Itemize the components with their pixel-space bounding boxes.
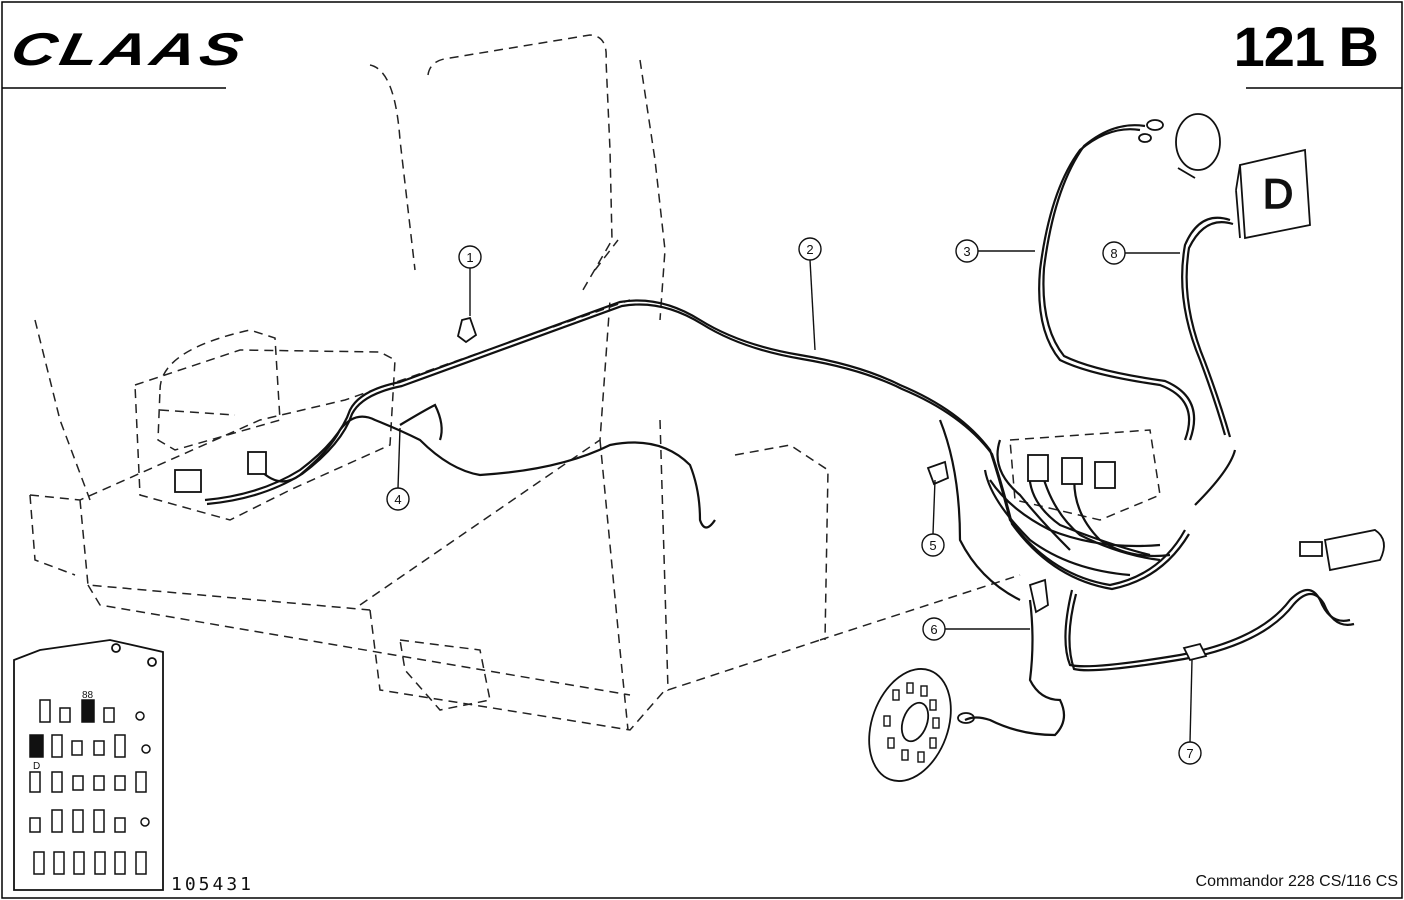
ring-terminal [1138,133,1152,143]
display-module-d [1239,148,1311,240]
callout-label-8: 8 [1110,246,1117,261]
speed-sensor [1323,529,1385,572]
fuse-label-88: 88 [82,690,94,701]
callout-label-5: 5 [929,538,936,553]
cab-outline [29,34,1161,731]
brand-logo: CLAAS [6,23,252,75]
pulse-disc [868,668,952,782]
callout-1 [458,245,482,269]
callout-8 [1102,241,1126,265]
callout-4 [386,487,410,511]
callout-label-4: 4 [394,492,401,507]
relay-socket [1094,461,1116,489]
callout-label-2: 2 [806,242,813,257]
display-module-letter: D [1263,170,1293,217]
clamp-part-6 [1028,578,1049,614]
relay-socket [1061,457,1083,485]
drawing-number: 105431 [171,874,255,895]
model-name: Commandor 228 CS/116 CS [1195,873,1398,890]
clamp-part-1 [456,316,478,344]
callout-2 [798,237,822,261]
wiring-harness [204,124,1355,737]
callout-3 [955,239,979,263]
connector-plug-left [174,469,202,493]
callout-label-1: 1 [466,250,473,265]
callout-7 [1178,741,1202,765]
callout-label-6: 6 [930,622,937,637]
callouts [386,237,1202,765]
connector-plug-right [247,451,267,475]
callout-label-7: 7 [1186,746,1193,761]
disc-holes [883,682,940,763]
page-number: 121 B [1233,15,1379,78]
fuse-box-inset [13,639,164,891]
components [174,113,1385,782]
fuse-label-d: D [33,761,40,772]
header-logo-area: CLAAS [4,4,251,88]
cable-tie-loop [1175,113,1221,171]
relay-socket [1027,454,1049,482]
ring-terminal [1146,119,1164,131]
clip-part-7 [1182,642,1208,662]
callout-5 [921,533,945,557]
callout-label-3: 3 [963,244,970,259]
callout-6 [922,617,946,641]
clamp-part-5 [926,460,950,486]
